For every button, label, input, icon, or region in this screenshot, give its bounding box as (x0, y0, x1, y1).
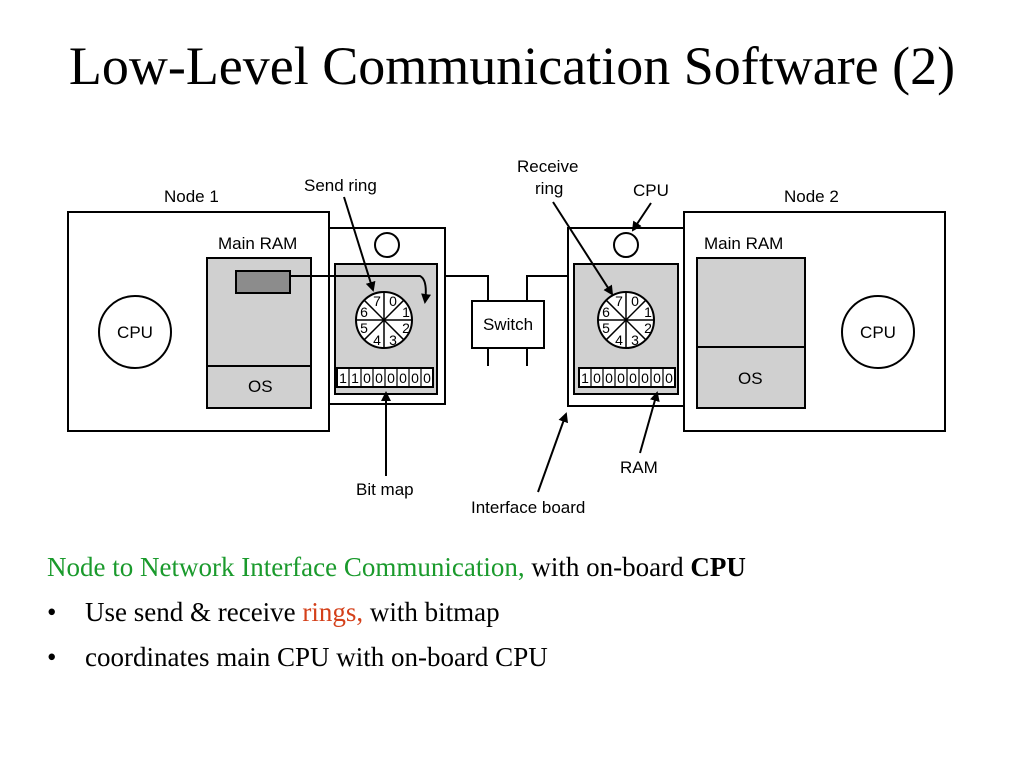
send-ring: 0 1 2 3 4 5 6 7 (355, 291, 413, 349)
description-rest: with on-board (524, 552, 691, 582)
description-highlight: Node to Network Interface Communication, (47, 552, 525, 582)
node-2-label: Node 2 (784, 187, 839, 206)
switch-links (445, 275, 568, 366)
send-ring-arrow (343, 196, 376, 292)
send-ring-label: Send ring (304, 176, 377, 195)
bitmap-bit: 0 (617, 370, 625, 386)
receive-ring: 0 1 2 3 4 5 6 7 (597, 291, 655, 349)
ring-slot: 4 (373, 332, 381, 348)
bitmap-bit: 0 (423, 370, 431, 386)
slide-title: Low-Level Communication Software (2) (68, 36, 956, 96)
bitmap-bit: 0 (605, 370, 613, 386)
board-cpu-label: CPU (633, 181, 669, 200)
ring-slot: 3 (389, 332, 397, 348)
node-1-label: Node 1 (164, 187, 219, 206)
bitmap-bit: 1 (581, 370, 589, 386)
dma-path (290, 275, 432, 304)
ring-slot: 7 (615, 293, 623, 309)
description-line: Node to Network Interface Communication,… (47, 551, 746, 583)
bitmap-bit: 0 (665, 370, 673, 386)
main-ram-label-2: Main RAM (704, 234, 783, 253)
bitmap-bit: 0 (641, 370, 649, 386)
receive-ring-label-line2: ring (535, 179, 563, 198)
ring-slot: 2 (644, 320, 652, 336)
cpu-label-1: CPU (117, 323, 153, 342)
bullet-1-part-b: with bitmap (363, 597, 500, 627)
ram-label: RAM (620, 458, 658, 477)
ram-arrow (639, 391, 660, 454)
bullet-marker: • (47, 642, 57, 672)
ring-slot: 7 (373, 293, 381, 309)
bit-map-label: Bit map (356, 480, 414, 499)
bitmap-bit: 0 (399, 370, 407, 386)
os-label-1: OS (248, 377, 273, 396)
bitmap-bit: 1 (339, 370, 347, 386)
bullet-marker: • (47, 597, 57, 627)
os-label-2: OS (738, 369, 763, 388)
board-cpu-1 (374, 232, 400, 258)
ring-slot: 2 (402, 320, 410, 336)
bullet-item-2: • coordinates main CPU with on-board CPU (47, 641, 548, 673)
switch-label: Switch (483, 315, 533, 334)
bitmap-bit: 0 (375, 370, 383, 386)
network-interface-diagram: Node 1 Main RAM OS CPU 0 1 2 3 4 5 6 7 1… (67, 157, 946, 517)
cpu-label-2: CPU (860, 323, 896, 342)
switch-box (471, 300, 545, 349)
ring-slot: 0 (389, 293, 397, 309)
receive-ring-label-line1: Receive (517, 157, 578, 176)
main-ram-2 (696, 257, 806, 409)
interface-board-arrow (537, 412, 569, 493)
ring-slot: 5 (360, 320, 368, 336)
ring-slot: 4 (615, 332, 623, 348)
bitmap-bit: 1 (351, 370, 359, 386)
main-ram-label-1: Main RAM (218, 234, 297, 253)
bullet-item-1: • Use send & receive rings, with bitmap (47, 596, 500, 628)
ring-slot: 3 (631, 332, 639, 348)
interface-board-label: Interface board (471, 498, 585, 517)
board-cpu-arrow (631, 202, 652, 232)
bitmap-bit: 0 (593, 370, 601, 386)
bitmap-bit: 0 (411, 370, 419, 386)
bitmap-bit: 0 (629, 370, 637, 386)
description-bold: CPU (690, 552, 746, 582)
bullet-1-part-a: Use send & receive (85, 597, 303, 627)
bullet-2-text: coordinates main CPU with on-board CPU (85, 642, 548, 672)
ring-slot: 6 (360, 304, 368, 320)
ring-slot: 0 (631, 293, 639, 309)
receive-ring-arrow (552, 201, 614, 296)
bitmap-bit: 0 (653, 370, 661, 386)
bullet-1-highlight: rings, (302, 597, 364, 627)
board-cpu-2 (613, 232, 639, 258)
ring-slot: 6 (602, 304, 610, 320)
ring-slot: 1 (644, 304, 652, 320)
bitmap-bit: 0 (363, 370, 371, 386)
cpu-circle-2 (841, 295, 915, 369)
ring-slot: 1 (402, 304, 410, 320)
cpu-circle-1 (98, 295, 172, 369)
ring-slot: 5 (602, 320, 610, 336)
bitmap-bit: 0 (387, 370, 395, 386)
send-buffer-block (235, 270, 291, 294)
